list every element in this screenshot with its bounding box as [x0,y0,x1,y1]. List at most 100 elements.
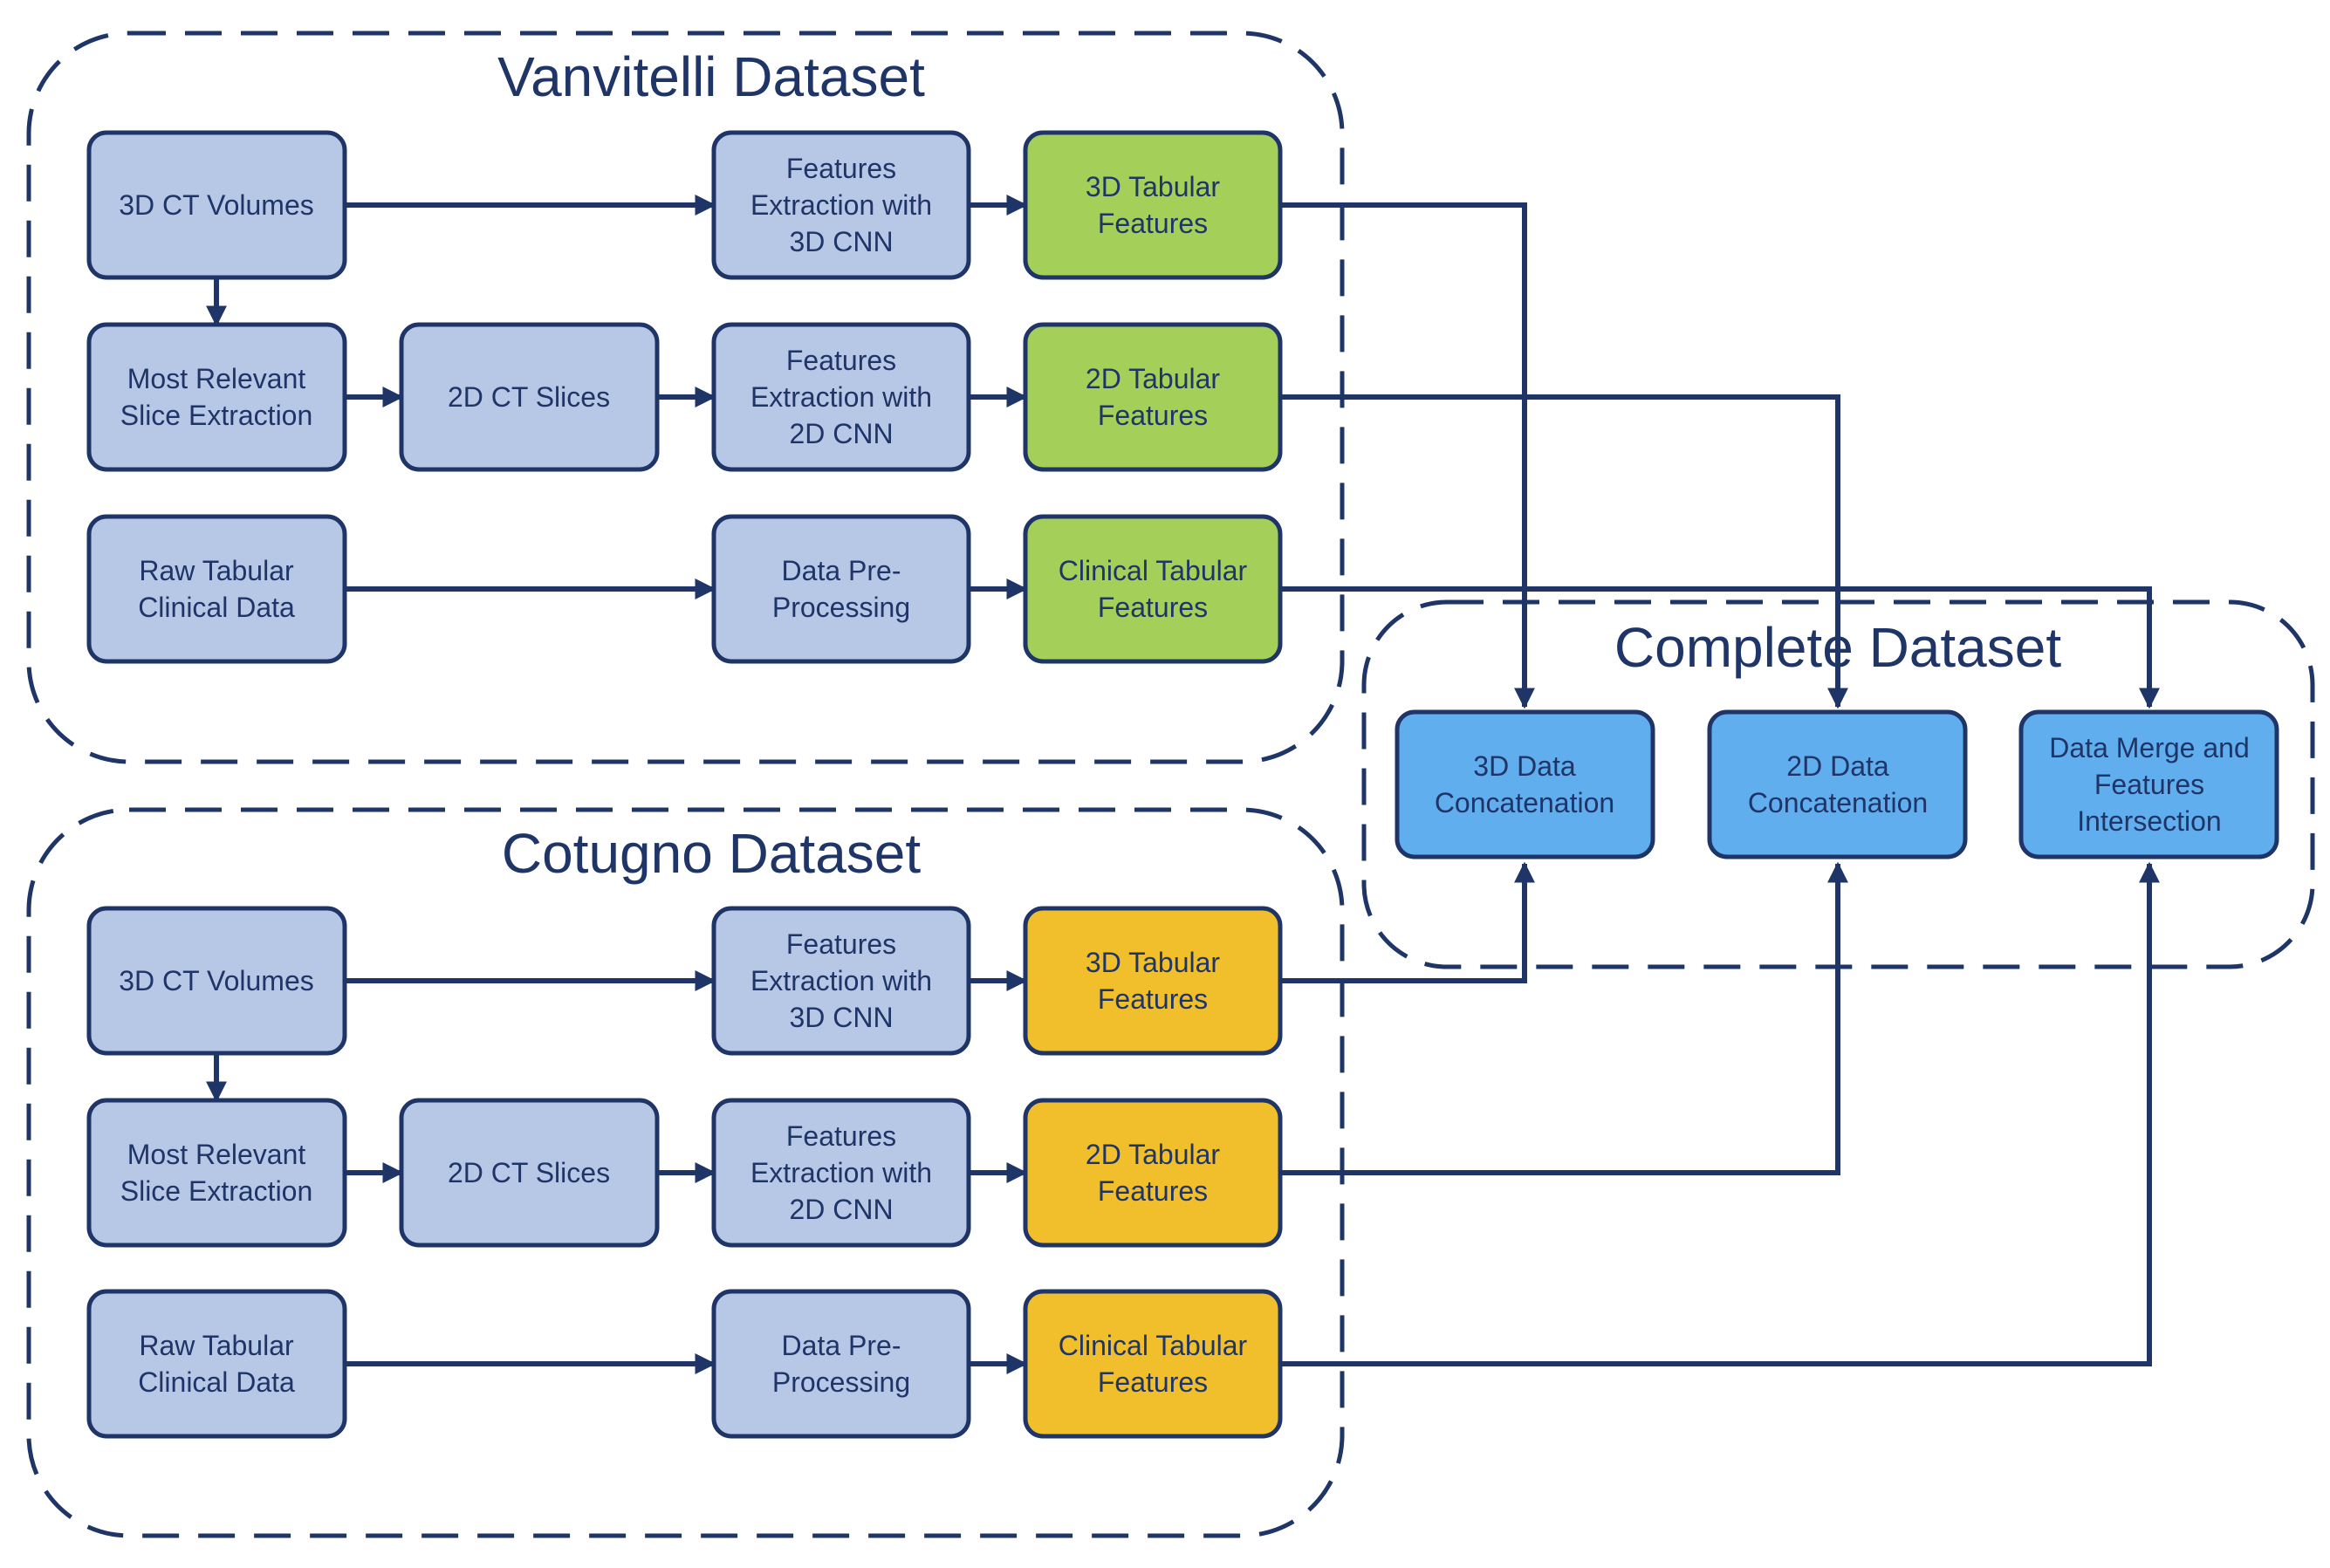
node-label-line: 2D CNN [789,1194,893,1225]
node-label-line: Features [2094,769,2204,800]
node-label-line: Raw Tabular [139,1330,294,1361]
node-label-line: 2D CT Slices [448,381,610,413]
cotugno-node-data-preprocessing: Data Pre-Processing [711,1289,971,1439]
node-label-line: Features [786,928,896,960]
node-label-line: Slice Extraction [120,1175,313,1207]
node-label-line: 3D CT Volumes [119,189,314,221]
node-label-line: Intersection [2077,805,2221,837]
connector-c-tab2d-concat2d [1280,861,1848,1175]
node-label: 2D CT Slices [448,1157,610,1188]
node-label: 2D CT Slices [448,381,610,413]
node-label-line: Clinical Tabular [1059,555,1248,586]
node-label-line: Data Pre- [782,555,901,586]
cotugno-node-3d-ct-volumes: 3D CT Volumes [86,906,347,1056]
node-label-line: Features [786,345,896,376]
complete-title: Complete Dataset [1614,616,2061,679]
vanvitelli-node-3d-ct-volumes: 3D CT Volumes [86,130,347,280]
connector-v-tab2d-concat2d [1280,394,1848,709]
node-label-line: Raw Tabular [139,555,294,586]
node-label-line: 2D Tabular [1086,363,1221,394]
node-label: 3D CT Volumes [119,189,314,221]
node-label-line: Data Merge and [2049,732,2249,763]
node-label-line: Features [1098,983,1208,1015]
connector-c-clin-merge [1280,861,2160,1366]
vanvitelli-node-2d-ct-slices: 2D CT Slices [399,322,660,472]
vanvitelli-node-data-preprocessing: Data Pre- Processing [711,514,971,664]
connector-v-tab3d-concat3d [1280,202,1535,709]
node-label-line: Most Relevant [127,363,306,394]
node-label-line: Clinical Tabular [1059,1330,1248,1361]
node-label-line: Processing [772,592,910,623]
connector-v-clin-merge [1280,586,2160,709]
node-label: Data Pre- Processing [772,555,910,623]
node-label-line: Extraction with [750,381,932,413]
node-label-line: Slice Extraction [120,400,313,431]
node-label-line: Extraction with [750,1157,932,1188]
node-label-line: Features [1098,208,1208,239]
node-label-line: 2D CNN [789,418,893,449]
node-label-line: 3D Tabular [1086,171,1221,202]
node-label-line: Extraction with [750,965,932,996]
node-label-line: Features [1098,1175,1208,1207]
node-label-line: Data Pre- [782,1330,901,1361]
node-label-line: Concatenation [1748,787,1928,818]
node-label-line: 3D Tabular [1086,947,1221,978]
node-label-line: Most Relevant [127,1139,306,1170]
vanvitelli-title: Vanvitelli Dataset [497,45,925,108]
node-label: Data Pre-Processing [772,1330,910,1398]
node-label-line: Clinical Data [138,1366,295,1398]
node-label-line: Features [786,153,896,184]
connector-c-tab3d-concat3d [1280,861,1535,983]
node-label-line: Clinical Data [138,592,295,623]
node-label-line: 2D CT Slices [448,1157,610,1188]
node-label-line: 3D Data [1473,750,1576,782]
connectors [206,195,2160,1374]
cotugno-node-2d-ct-slices: 2D CT Slices [399,1098,660,1248]
node-label-line: Features [786,1120,896,1152]
node-label-line: Features [1098,1366,1208,1398]
node-label-line: 2D Tabular [1086,1139,1221,1170]
node-label-line: Concatenation [1435,787,1614,818]
node-label-line: 3D CNN [789,1002,893,1033]
node-label-line: Extraction with [750,189,932,221]
node-label-line: 3D CT Volumes [119,965,314,996]
node-label-line: Features [1098,400,1208,431]
node-label-line: Features [1098,592,1208,623]
node-label-line: 3D CNN [789,226,893,257]
node-label-line: 2D Data [1786,750,1889,782]
node-label: 3D CT Volumes [119,965,314,996]
